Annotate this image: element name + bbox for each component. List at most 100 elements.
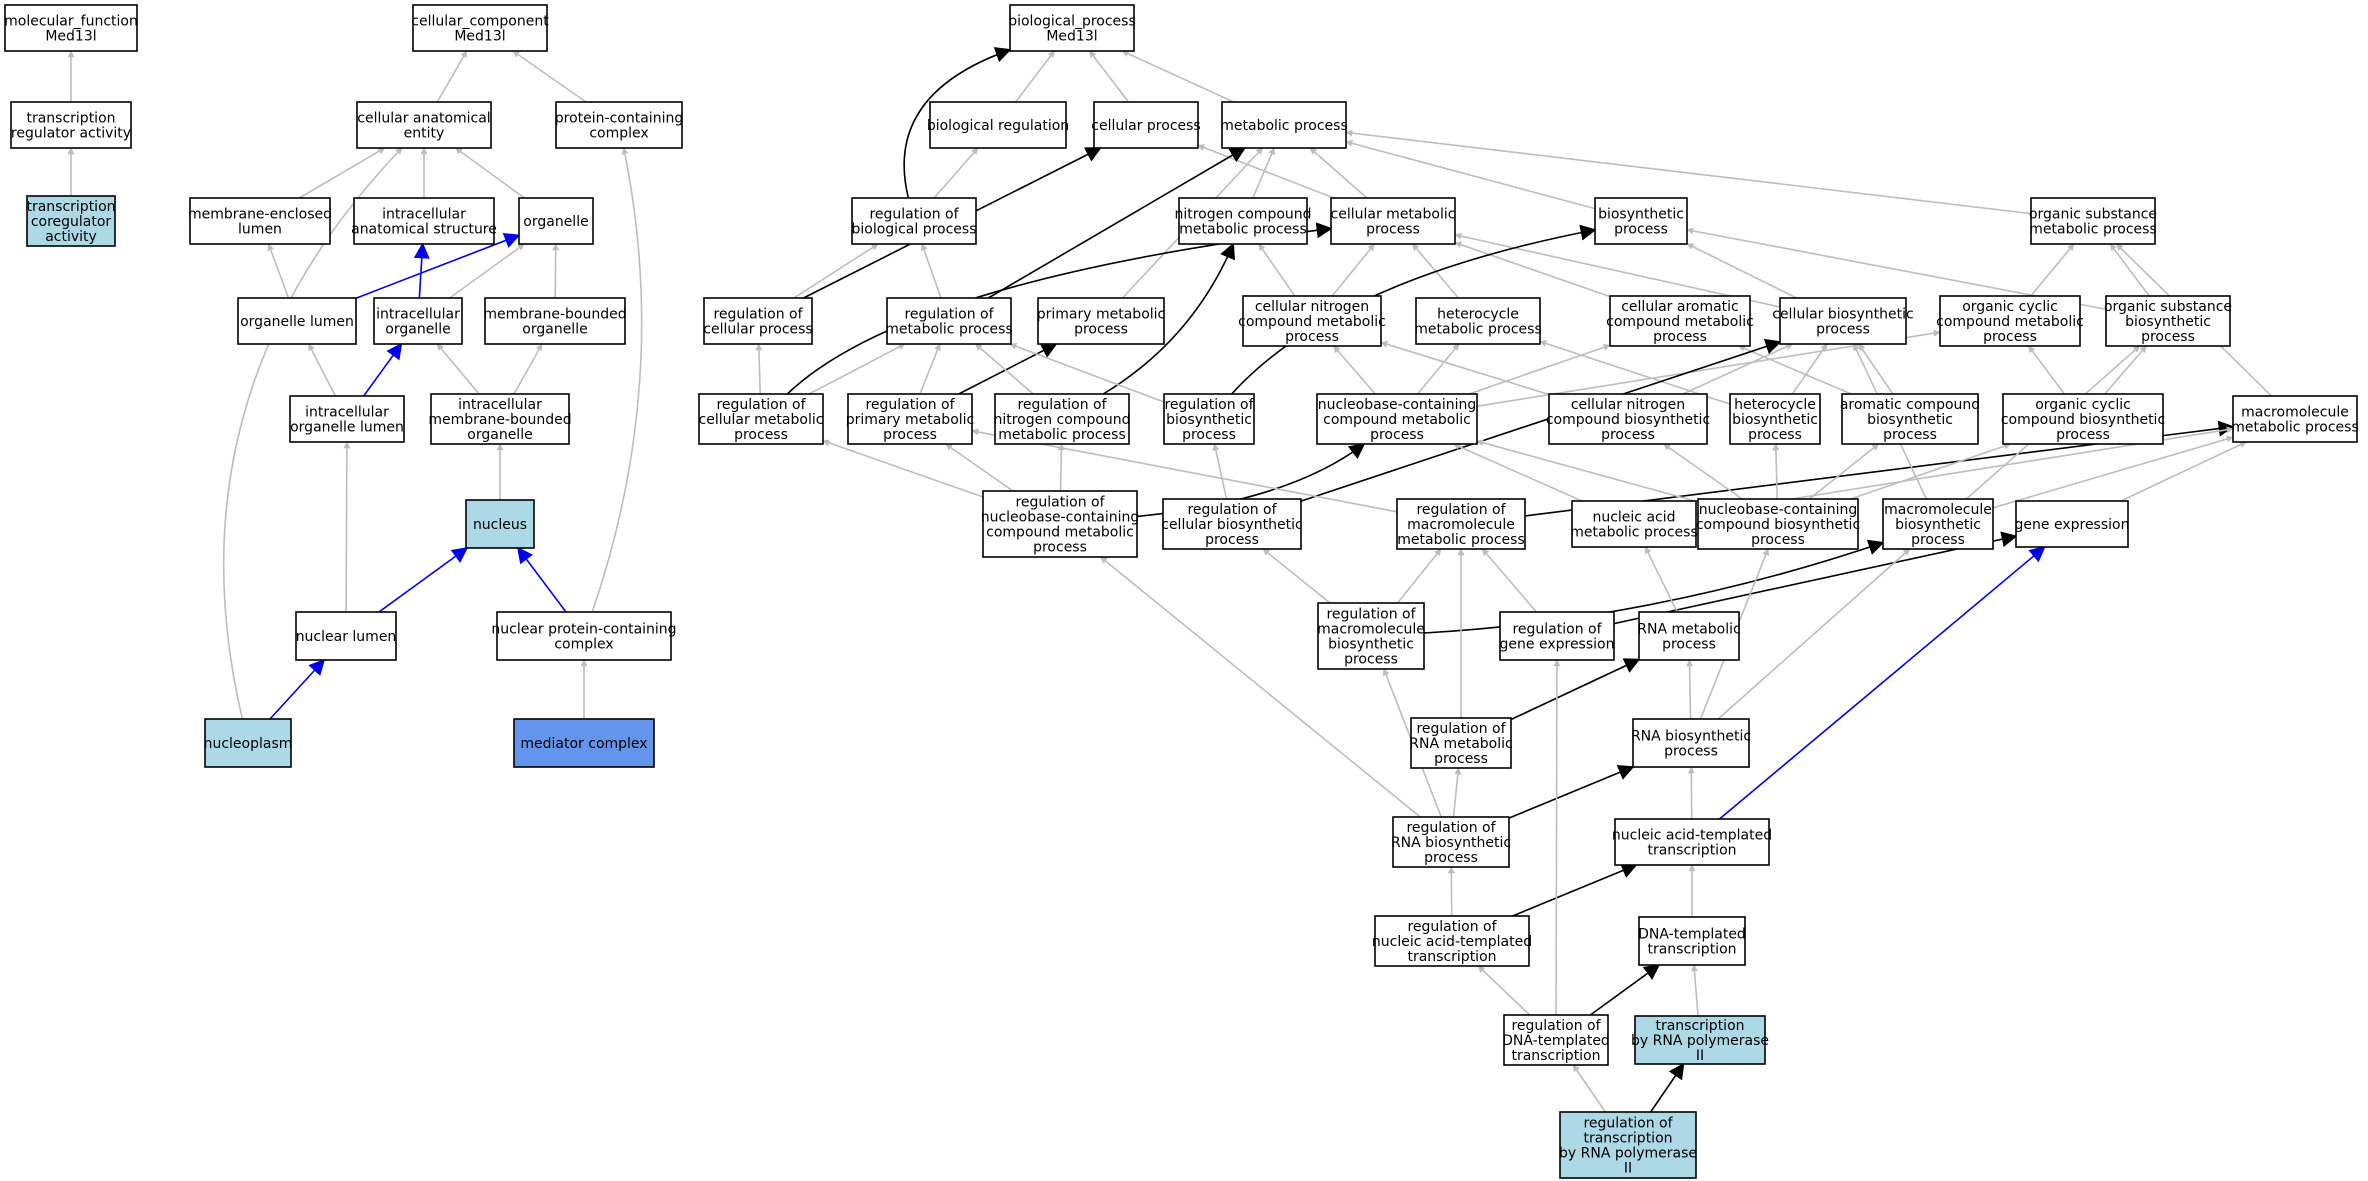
edge-org-lumen-to-mem-lumen xyxy=(267,243,290,299)
node-nuc-lumen[interactable]: nuclear lumen xyxy=(295,611,397,661)
edge-mem-lumen-to-cell-anat xyxy=(298,147,386,199)
node-reg-nb-metab[interactable]: regulation ofnucleobase-containingcompou… xyxy=(981,490,1140,558)
node-label-line: process xyxy=(1664,744,1718,760)
node-label-line: process xyxy=(883,427,937,443)
node-label-line: regulation of xyxy=(1015,495,1105,511)
node-label-line: metabolic process xyxy=(1414,322,1542,338)
edge-reg-rna-biosynth-to-reg-nb-metab xyxy=(1100,556,1421,818)
node-org-lumen[interactable]: organelle lumen xyxy=(237,297,357,345)
edge-org-cyc-metab-to-org-sub-metab xyxy=(2030,243,2075,297)
node-nucleus[interactable]: nucleus xyxy=(465,499,535,549)
node-label-line: mediator complex xyxy=(520,736,647,752)
edge-prot-cont-to-cc-root xyxy=(512,50,587,103)
node-metab-proc[interactable]: metabolic process xyxy=(1220,101,1348,149)
node-box xyxy=(1415,297,1541,345)
node-label-line: metabolic process xyxy=(1179,222,1307,238)
node-organelle[interactable]: organelle xyxy=(518,197,594,245)
node-label-line: cellular nitrogen xyxy=(1255,299,1369,315)
node-label-line: regulation of xyxy=(869,207,959,223)
node-label-line: process xyxy=(1434,751,1488,767)
node-label-line: RNA metabolic xyxy=(1637,622,1740,638)
node-label-line: organic cyclic xyxy=(1962,299,2058,315)
node-label-line: regulation of xyxy=(1416,721,1506,737)
node-nucleoplasm[interactable]: nucleoplasm xyxy=(204,718,293,768)
node-mediator[interactable]: mediator complex xyxy=(513,718,655,768)
node-box xyxy=(1729,393,1821,445)
edge-biosynth-to-metab-proc xyxy=(1345,139,1596,210)
node-label-line: compound metabolic xyxy=(1323,412,1471,428)
node-label-line: molecular_function xyxy=(4,14,138,30)
node-box xyxy=(1410,717,1512,769)
node-label-line: entity xyxy=(404,126,445,142)
node-gene-expr[interactable]: gene expression xyxy=(2015,500,2130,548)
node-reg-macro-biosynth[interactable]: regulation ofmacromoleculebiosyntheticpr… xyxy=(1317,602,1425,670)
edge-reg-rna-biosynth-to-reg-rna-metab xyxy=(1452,767,1462,818)
node-cell-proc[interactable]: cellular process xyxy=(1091,101,1201,149)
node-label-line: macromolecule xyxy=(1407,517,1515,533)
node-box xyxy=(1638,611,1740,661)
edge-reg-prim-metab-to-prim-metab xyxy=(958,343,1058,395)
edge-org-cyc-biosynth-to-org-cyc-metab xyxy=(2027,345,2066,395)
node-label-line: RNA biosynthetic xyxy=(1631,729,1751,745)
node-bio-reg[interactable]: biological regulation xyxy=(927,101,1069,149)
node-label-line: biosynthetic xyxy=(1598,207,1684,223)
edge-nuc-prot-cont-to-nucleus xyxy=(517,546,567,613)
node-label-line: biosynthetic xyxy=(1732,412,1818,428)
